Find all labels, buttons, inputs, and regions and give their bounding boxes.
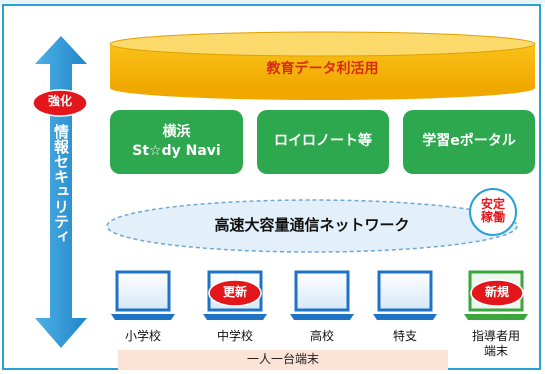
platform-study-navi-line2: St☆dy Navi bbox=[132, 143, 221, 160]
platform-study-navi-label: 横浜 St☆dy Navi bbox=[110, 124, 243, 160]
data-utilization-label: 教育データ利活用 bbox=[266, 61, 379, 77]
update-badge-label: 更新 bbox=[222, 285, 247, 299]
device-label-high-school: 高校 bbox=[309, 329, 334, 343]
platform-box-loilo bbox=[257, 110, 389, 174]
security-axis-label: 情報セキュリティ bbox=[52, 124, 70, 244]
footer-band bbox=[118, 350, 448, 370]
device-label-special-support: 特支 bbox=[392, 329, 417, 343]
laptop-icon-elementary bbox=[111, 270, 175, 320]
platform-study-navi-line1: 横浜 bbox=[162, 124, 191, 140]
device-label-elementary: 小学校 bbox=[124, 329, 161, 343]
new-badge-label: 新規 bbox=[484, 285, 509, 299]
badge-new bbox=[470, 279, 524, 307]
platform-portal-label: 学習eポータル bbox=[422, 133, 516, 149]
security-double-arrow bbox=[35, 36, 87, 348]
device-label-teacher-line2: 端末 bbox=[483, 344, 508, 358]
platform-box-study-navi bbox=[110, 110, 243, 174]
platform-loilo-label: ロイロノート等 bbox=[274, 133, 372, 149]
stable-operation-circle bbox=[469, 188, 517, 236]
platform-box-portal bbox=[403, 110, 535, 174]
top-accent-bar bbox=[0, 0, 545, 3]
network-ellipse bbox=[106, 199, 518, 253]
laptop-icon-special-support bbox=[373, 270, 437, 320]
stable-operation-line2: 稼働 bbox=[480, 210, 505, 225]
data-cylinder bbox=[109, 31, 536, 100]
network-label: 高速大容量通信ネットワーク bbox=[214, 216, 410, 234]
device-label-teacher: 指導者用 端末 bbox=[461, 329, 531, 359]
badge-strengthen bbox=[32, 89, 88, 117]
device-label-junior-high: 中学校 bbox=[216, 329, 253, 343]
badge-update bbox=[208, 279, 262, 307]
stable-operation-label: 安定 稼働 bbox=[470, 197, 516, 225]
footer-label: 一人一台端末 bbox=[246, 352, 319, 366]
security-badge-label: 強化 bbox=[47, 94, 72, 108]
device-label-teacher-line1: 指導者用 bbox=[471, 329, 520, 343]
laptop-icon-high-school bbox=[290, 270, 354, 320]
stable-operation-line1: 安定 bbox=[480, 197, 505, 211]
